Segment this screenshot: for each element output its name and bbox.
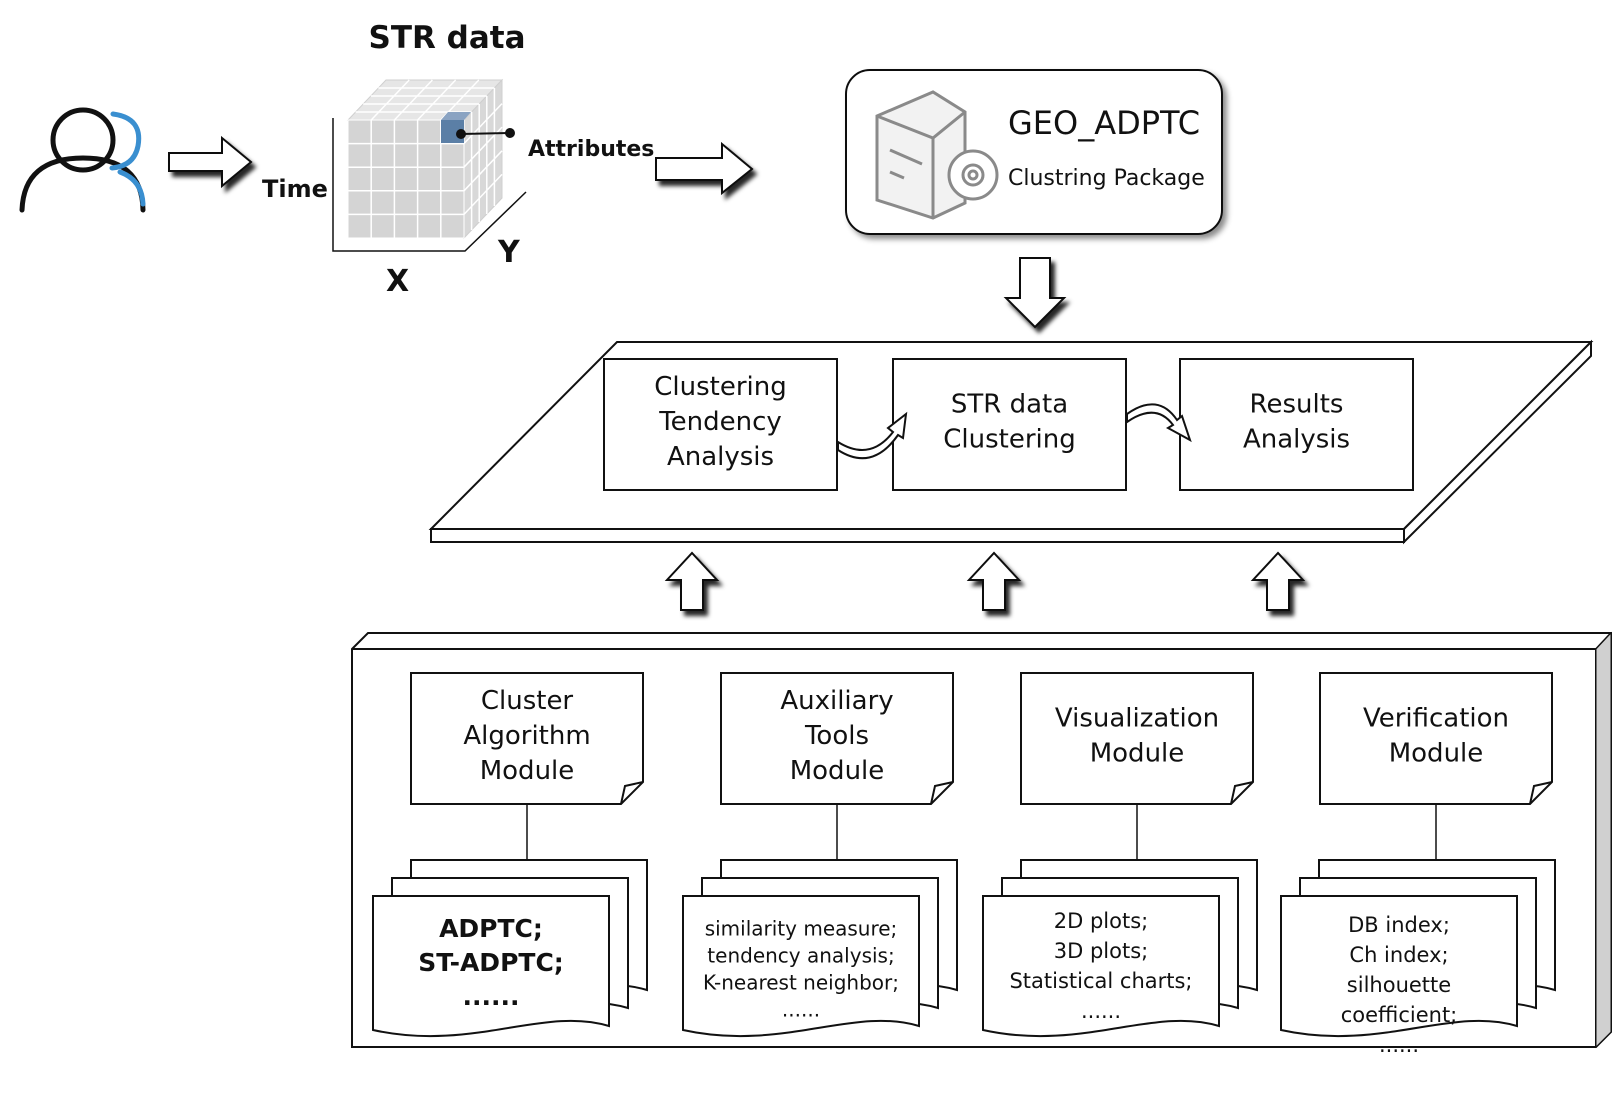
users-icon: [19, 107, 146, 213]
up-arrow-icon: [664, 551, 720, 611]
module-item: ......: [463, 982, 520, 1011]
module-item: ST-ADPTC;: [418, 948, 564, 977]
module-item: K-nearest neighbor;: [703, 971, 899, 995]
pipeline-step-label: STR data: [951, 390, 1068, 420]
module-item: Ch index;: [1349, 943, 1448, 967]
pipeline-step-label: Tendency: [658, 407, 782, 437]
time-axis-label: Time: [262, 175, 328, 203]
document-stack-icon: [372, 859, 648, 1038]
str-data-title: STR data: [369, 20, 526, 56]
up-arrow-icon: [966, 551, 1022, 611]
module-item: silhouette: [1347, 973, 1451, 997]
x-axis-label: X: [386, 264, 409, 299]
module-title: Module: [1389, 739, 1484, 769]
flow-arrow-icon: [655, 141, 754, 196]
module-item: ADPTC;: [439, 914, 543, 943]
package-subtitle: Clustring Package: [1008, 166, 1205, 191]
module-item: tendency analysis;: [707, 944, 894, 968]
module-title: Cluster: [481, 686, 574, 716]
module-title: Auxiliary: [780, 686, 893, 716]
document-stack-icon: [982, 859, 1258, 1038]
module-item: ......: [1379, 1033, 1419, 1057]
pipeline-step-label: Analysis: [1243, 425, 1350, 455]
module-title: Verification: [1363, 704, 1509, 734]
document-stack-icon: [1280, 859, 1556, 1038]
module-item: DB index;: [1348, 913, 1450, 937]
module-item: similarity measure;: [705, 917, 898, 941]
module-title: Visualization: [1055, 704, 1219, 734]
module-title: Tools: [804, 721, 869, 751]
module-title: Module: [1090, 739, 1185, 769]
curved-arrow-icon: [1126, 403, 1192, 443]
pipeline-step-label: Results: [1250, 390, 1344, 420]
flow-arrow-icon: [168, 135, 253, 189]
server-gear-icon: [875, 90, 999, 220]
curved-arrow-icon: [837, 411, 908, 460]
up-arrow-icon: [1250, 551, 1306, 611]
package-name: GEO_ADPTC: [1008, 104, 1200, 142]
data-cube-icon: [332, 78, 527, 252]
module-title: Algorithm: [463, 721, 590, 751]
pipeline-step-label: Clustering: [943, 425, 1076, 455]
module-title: Module: [790, 756, 885, 786]
y-axis-label: Y: [497, 235, 521, 270]
down-arrow-icon: [1003, 257, 1067, 329]
module-item: 2D plots;: [1054, 909, 1148, 933]
pipeline-step-label: Clustering: [654, 372, 787, 402]
module-item: ......: [1081, 999, 1121, 1023]
module-title: Module: [480, 756, 575, 786]
document-stack-icon: [682, 859, 958, 1038]
attributes-label: Attributes: [528, 137, 654, 162]
pipeline-step-label: Analysis: [667, 442, 774, 472]
module-item: ......: [782, 998, 820, 1022]
module-item: 3D plots;: [1054, 939, 1148, 963]
package-box: GEO_ADPTC Clustring Package: [845, 69, 1223, 235]
module-item: coefficient;: [1341, 1003, 1458, 1027]
module-item: Statistical charts;: [1009, 969, 1192, 993]
